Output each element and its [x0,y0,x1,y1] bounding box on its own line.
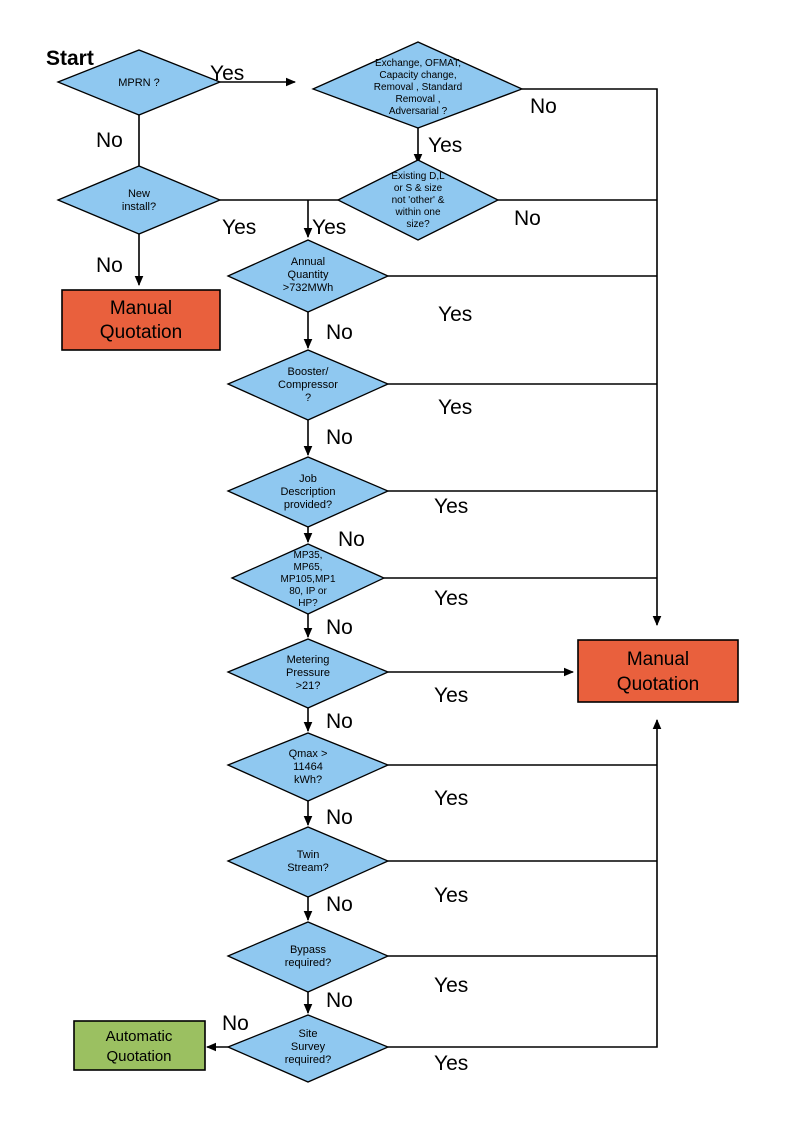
decision-exchange-line-3: Removal , [395,94,440,105]
edge-label-jobdesc-no: No [338,528,365,551]
edge-label-twin-yes: Yes [434,884,468,907]
edge-label-sitesurvey-no: No [222,1012,249,1035]
edge-sitesurvey-yes [388,719,662,1048]
decision-annual-quantity[interactable]: Annual Quantity >732MWh [226,239,390,313]
decision-metering-line-2: >21? [296,680,321,692]
decision-mptype-line-0: MP35, [294,550,323,561]
decision-twin-line-1: Stream? [287,862,329,874]
terminal-manual-quotation-right[interactable]: Manual Quotation [577,639,739,703]
decision-metering-line-0: Metering [287,654,330,666]
terminal-manual-quotation-left[interactable]: Manual Quotation [61,289,221,351]
decision-mp-type[interactable]: MP35, MP65, MP105,MP1 80, IP or HP? [230,543,386,615]
decision-booster-line-0: Booster/ [288,366,330,378]
decision-sitesurvey-line-2: required? [285,1054,331,1066]
decision-mprn-line-0: MPRN ? [118,77,160,89]
edge-label-booster-yes: Yes [438,396,472,419]
edge-label-bypass-yes: Yes [434,974,468,997]
decision-job-description[interactable]: Job Description provided? [226,456,390,528]
edge-label-mptype-no: No [326,616,353,639]
decision-annual-line-2: >732MWh [283,282,333,294]
decision-twin-line-0: Twin [297,849,320,861]
edge-label-newinstall-yes: Yes [222,216,256,239]
edge-label-annual-no: No [326,321,353,344]
edge-label-newinstall-no: No [96,254,123,277]
terminal-automatic-quotation[interactable]: Automatic Quotation [73,1020,206,1071]
decision-existing-line-0: Existing D,L [391,171,445,182]
decision-annual-line-1: Quantity [288,269,329,281]
decision-mptype-line-1: MP65, [294,562,323,573]
decision-sitesurvey-line-0: Site [299,1028,318,1040]
connectors [134,77,662,1052]
decision-exchange-line-2: Removal , Standard [374,82,462,93]
decision-new-install[interactable]: New install? [56,165,222,235]
edge-label-metering-no: No [326,710,353,733]
manual-left-line-1: Quotation [100,322,182,343]
decision-bypass-line-1: required? [285,957,331,969]
edge-label-qmax-no: No [326,806,353,829]
decision-bypass[interactable]: Bypass required? [226,921,390,993]
decision-mprn[interactable]: MPRN ? [56,49,222,116]
decision-exchange-line-1: Capacity change, [379,70,456,81]
automatic-line-0: Automatic [106,1028,173,1045]
edge-label-metering-yes: Yes [434,684,468,707]
decision-newinstall-line-1: install? [122,201,156,213]
decision-booster-line-1: Compressor [278,379,338,391]
edge-label-annual-yes: Yes [438,303,472,326]
edge-label-sitesurvey-yes: Yes [434,1052,468,1075]
edge-label-bypass-no: No [326,989,353,1012]
decision-metering-pressure[interactable]: Metering Pressure >21? [226,638,390,709]
edge-label-exchange-no: No [530,95,557,118]
edge-label-existing-no: No [514,207,541,230]
decision-booster-line-2: ? [305,392,311,404]
edge-label-exchange-yes: Yes [428,134,462,157]
manual-right-line-1: Quotation [617,674,699,695]
edge-exchange-no [522,88,662,626]
decision-exchange-line-0: Exchange, OFMAT, [375,58,461,69]
decision-qmax-line-0: Qmax > [289,748,328,760]
decision-twin-stream[interactable]: Twin Stream? [226,826,390,898]
edge-label-existing-yes: Yes [312,216,346,239]
decision-existing[interactable]: Existing D,L or S & size not 'other' & w… [336,159,500,241]
decision-newinstall-line-0: New [128,188,150,200]
edge-label-twin-no: No [326,893,353,916]
decision-site-survey[interactable]: Site Survey required? [226,1014,390,1083]
decision-qmax[interactable]: Qmax > 11464 kWh? [226,732,390,802]
decision-annual-line-0: Annual [291,256,325,268]
edge-label-mprn-no: No [96,129,123,152]
decision-qmax-line-2: kWh? [294,774,322,786]
edge-label-qmax-yes: Yes [434,787,468,810]
decision-bypass-line-0: Bypass [290,944,327,956]
decision-mptype-line-3: 80, IP or [289,586,327,597]
manual-right-line-0: Manual [627,649,689,670]
decision-qmax-line-1: 11464 [293,761,323,773]
decision-mptype-line-4: HP? [298,598,318,609]
decision-sitesurvey-line-1: Survey [291,1041,326,1053]
manual-left-line-0: Manual [110,298,172,319]
decision-metering-line-1: Pressure [286,667,330,679]
edge-label-jobdesc-yes: Yes [434,495,468,518]
decision-existing-line-2: not 'other' & [392,195,445,206]
decision-existing-line-4: size? [406,219,430,230]
decision-mptype-line-2: MP105,MP1 [280,574,335,585]
edge-label-booster-no: No [326,426,353,449]
edge-label-mprn-yes: Yes [210,62,244,85]
decision-jobdesc-line-0: Job [299,473,317,485]
decision-exchange-line-4: Adversarial ? [389,106,448,117]
automatic-line-1: Quotation [106,1048,171,1065]
decision-exchange[interactable]: Exchange, OFMAT, Capacity change, Remova… [311,41,524,129]
decision-existing-line-1: or S & size [394,183,443,194]
start-label: Start [46,47,94,70]
edge-label-mptype-yes: Yes [434,587,468,610]
decision-jobdesc-line-1: Description [280,486,335,498]
decision-booster[interactable]: Booster/ Compressor ? [226,349,390,421]
decision-jobdesc-line-2: provided? [284,499,332,511]
decision-existing-line-3: within one [394,207,440,218]
